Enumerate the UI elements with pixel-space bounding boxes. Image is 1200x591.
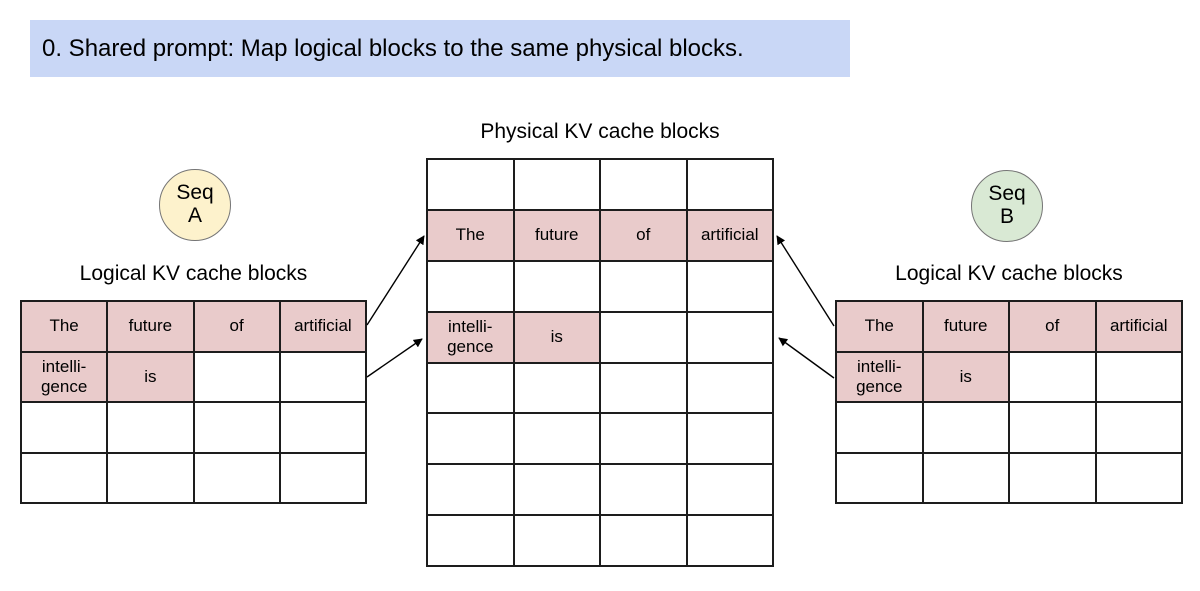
physical-table-title: Physical KV cache blocks bbox=[480, 120, 720, 143]
seq-b-label-line2: B bbox=[999, 205, 1014, 228]
kv-cell-r1c2: of bbox=[600, 209, 687, 261]
kv-cell-r0c2: of bbox=[1009, 301, 1096, 352]
kv-cell-r2c3 bbox=[1095, 402, 1182, 453]
seq-a-logical-table-title: Logical KV cache blocks bbox=[79, 262, 308, 285]
kv-cell-r6c3 bbox=[686, 464, 773, 516]
kv-cell-r4c0 bbox=[427, 362, 514, 414]
kv-cell-r2c0 bbox=[836, 402, 923, 453]
kv-cell-r0c0: The bbox=[21, 301, 108, 352]
seq-b-badge: Seq B bbox=[971, 170, 1043, 242]
kv-cell-r1c3 bbox=[1095, 351, 1182, 402]
kv-cell-r2c2 bbox=[600, 260, 687, 312]
kv-cell-r1c0: intelli- gence bbox=[836, 351, 923, 402]
kv-cell-r0c0: The bbox=[836, 301, 923, 352]
kv-cell-r6c0 bbox=[427, 464, 514, 516]
kv-cell-r0c2 bbox=[600, 159, 687, 210]
kv-cell-r3c2 bbox=[193, 452, 280, 503]
arrow-seq-b-block0-to-physical bbox=[776, 235, 835, 327]
kv-cell-r2c2 bbox=[1009, 402, 1096, 453]
arrow-seq-b-block1-to-physical bbox=[778, 337, 835, 379]
kv-cell-r1c3: artificial bbox=[686, 209, 773, 261]
kv-cell-r3c0 bbox=[21, 452, 108, 503]
step-banner: 0. Shared prompt: Map logical blocks to … bbox=[30, 20, 850, 77]
arrow-seq-a-block0-to-physical bbox=[366, 235, 425, 326]
kv-cell-r7c2 bbox=[600, 515, 687, 566]
kv-cell-r1c2 bbox=[1009, 351, 1096, 402]
kv-cell-r2c1 bbox=[922, 402, 1009, 453]
kv-cell-r2c1 bbox=[513, 260, 600, 312]
kv-cell-r1c1: is bbox=[922, 351, 1009, 402]
kv-cell-r3c1 bbox=[107, 452, 194, 503]
kv-cell-r3c3 bbox=[279, 452, 366, 503]
arrow-seq-a-block1-to-physical bbox=[366, 338, 423, 378]
kv-cell-r5c2 bbox=[600, 413, 687, 465]
kv-cell-r0c0 bbox=[427, 159, 514, 210]
seq-a-badge: Seq A bbox=[159, 169, 231, 241]
kv-cell-r5c0 bbox=[427, 413, 514, 465]
kv-cell-r2c2 bbox=[193, 402, 280, 453]
kv-cell-r3c2 bbox=[1009, 452, 1096, 503]
kv-cell-r0c1: future bbox=[107, 301, 194, 352]
kv-cell-r0c1 bbox=[513, 159, 600, 210]
kv-cell-r0c3: artificial bbox=[1095, 301, 1182, 352]
kv-cell-r3c3 bbox=[686, 311, 773, 363]
kv-cell-r2c0 bbox=[21, 402, 108, 453]
kv-cell-r3c1: is bbox=[513, 311, 600, 363]
kv-cell-r0c1: future bbox=[922, 301, 1009, 352]
step-banner-text: 0. Shared prompt: Map logical blocks to … bbox=[42, 34, 744, 62]
kv-cell-r1c3 bbox=[279, 351, 366, 402]
kv-cell-r1c2 bbox=[193, 351, 280, 402]
kv-cell-r4c2 bbox=[600, 362, 687, 414]
kv-cell-r3c0: intelli- gence bbox=[427, 311, 514, 363]
kv-cell-r0c3: artificial bbox=[279, 301, 366, 352]
seq-b-label-line1: Seq bbox=[988, 182, 1026, 206]
kv-cell-r1c0: intelli- gence bbox=[21, 351, 108, 402]
kv-cell-r0c3 bbox=[686, 159, 773, 210]
kv-cell-r3c1 bbox=[922, 452, 1009, 503]
kv-cell-r7c3 bbox=[686, 515, 773, 566]
seq-b-logical-table-title: Logical KV cache blocks bbox=[895, 262, 1123, 285]
kv-cell-r6c1 bbox=[513, 464, 600, 516]
kv-cell-r0c2: of bbox=[193, 301, 280, 352]
kv-cell-r4c1 bbox=[513, 362, 600, 414]
kv-cell-r7c0 bbox=[427, 515, 514, 566]
kv-cell-r3c3 bbox=[1095, 452, 1182, 503]
kv-cell-r2c3 bbox=[279, 402, 366, 453]
kv-cell-r5c3 bbox=[686, 413, 773, 465]
kv-cell-r3c2 bbox=[600, 311, 687, 363]
kv-cell-r5c1 bbox=[513, 413, 600, 465]
seq-a-label-line1: Seq bbox=[176, 181, 214, 205]
kv-cell-r4c3 bbox=[686, 362, 773, 414]
kv-cell-r6c2 bbox=[600, 464, 687, 516]
kv-cell-r1c1: is bbox=[107, 351, 194, 402]
kv-cell-r1c0: The bbox=[427, 209, 514, 261]
kv-cell-r2c0 bbox=[427, 260, 514, 312]
kv-cell-r2c3 bbox=[686, 260, 773, 312]
kv-cell-r7c1 bbox=[513, 515, 600, 566]
seq-a-label-line2: A bbox=[187, 204, 202, 227]
kv-cell-r3c0 bbox=[836, 452, 923, 503]
kv-cell-r1c1: future bbox=[513, 209, 600, 261]
kv-cell-r2c1 bbox=[107, 402, 194, 453]
